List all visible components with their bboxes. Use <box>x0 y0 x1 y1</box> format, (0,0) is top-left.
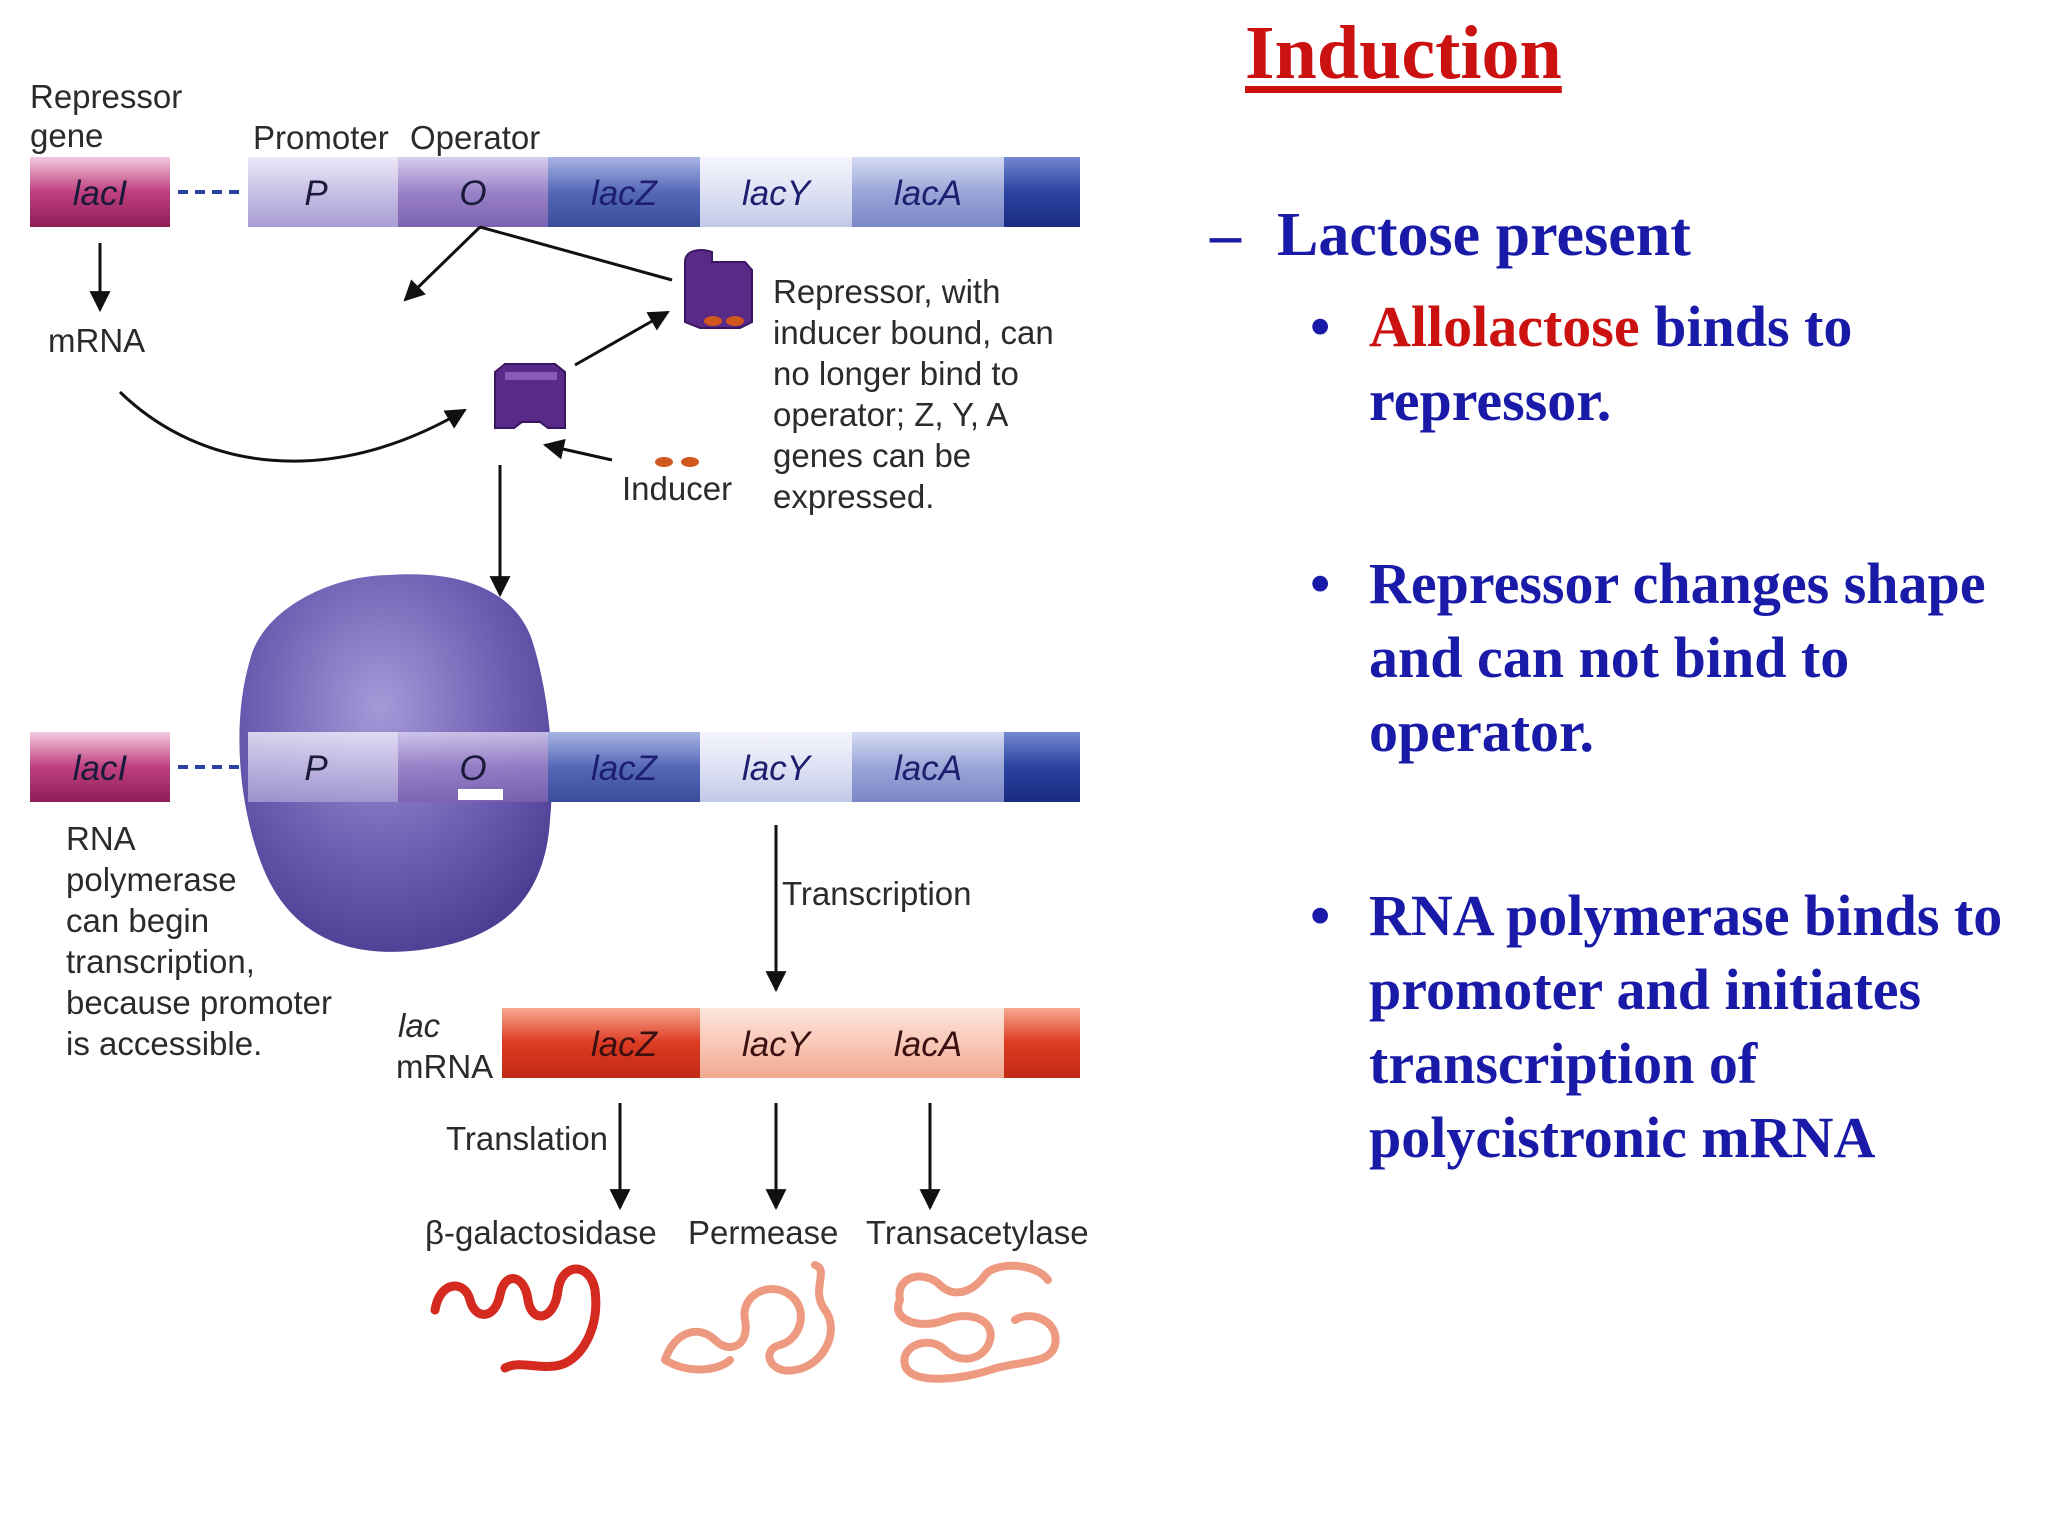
laca-gene-lower <box>852 732 1004 802</box>
mrna-laca <box>852 1008 1004 1078</box>
lacz-gene <box>548 157 700 227</box>
mrna-lacz <box>502 1008 700 1078</box>
top-operon: Repressor gene Promoter Operator lacI P … <box>30 78 1080 227</box>
lacz-label: lacZ <box>591 174 659 213</box>
repressor-note-line: operator; Z, Y, A <box>773 396 1008 433</box>
beta-gal-protein <box>430 1264 601 1373</box>
laci-label-lower: lacI <box>73 749 128 788</box>
polymerase-note-line: polymerase <box>66 861 237 898</box>
mrna-end <box>1004 1008 1080 1078</box>
lacy-gene-lower <box>700 732 852 802</box>
bullet-repressor-changes: • Repressor changes shape and can not bi… <box>1310 547 2030 769</box>
lower-operon: lacI P O lacZ lacY lacA <box>30 732 1080 802</box>
bound-inducer <box>704 316 722 326</box>
transcription-label: Transcription <box>782 875 972 912</box>
lacz-label-lower: lacZ <box>591 749 659 788</box>
inducer-label: Inducer <box>622 470 732 507</box>
p-label: P <box>304 174 328 213</box>
top-arrows: mRNA <box>48 225 673 598</box>
beta-gal-label: β-galactosidase <box>425 1214 657 1251</box>
promoter-region <box>248 157 398 227</box>
slide-title: Induction <box>1245 11 1562 95</box>
mrna-label: mRNA <box>48 322 145 359</box>
mrna-laca-label: lacA <box>894 1025 962 1064</box>
heading-text: Lactose present <box>1277 201 1691 269</box>
repressor-change-arrow <box>574 310 670 367</box>
bullet-text: RNA polymerase binds to promoter and ini… <box>1369 883 2003 1170</box>
bullet-marker: • <box>1310 294 1331 359</box>
bullet-body: Repressor changes shape and can not bind… <box>1369 547 2030 769</box>
repressor-gene-label-2: gene <box>30 117 103 154</box>
polymerase-note: RNA polymerase can begin transcription, … <box>66 820 332 1062</box>
bound-inducer-2 <box>726 316 744 326</box>
mrna-to-repressor-arrow <box>118 390 467 463</box>
free-operator-site <box>458 789 503 800</box>
permease-protein <box>661 1261 835 1375</box>
p-label-lower: P <box>304 749 328 788</box>
mrna-lacy-label: lacY <box>742 1025 813 1064</box>
inducer-dot <box>655 457 673 467</box>
translation-label: Translation <box>446 1120 608 1157</box>
polymerase-note-line: is accessible. <box>66 1025 262 1062</box>
lac-mrna: lac mRNA lacZ lacY lacA <box>396 1007 1080 1085</box>
repressor-free <box>494 363 566 429</box>
dna-end-lower <box>1004 732 1080 802</box>
bullet-marker: • <box>1310 551 1331 616</box>
dna-end <box>1004 157 1080 227</box>
promoter-region-lower <box>248 732 398 802</box>
inducer-arrow <box>542 438 613 462</box>
repressor-note-line: inducer bound, can <box>773 314 1054 351</box>
bound-repressor-shape <box>684 249 753 329</box>
operator-label: Operator <box>410 119 540 156</box>
bullet-text: binds to repressor. <box>1369 294 1853 433</box>
laci-label: lacI <box>73 174 128 213</box>
lac-mrna-label: lac <box>398 1007 441 1044</box>
lacy-label-lower: lacY <box>742 749 813 788</box>
polymerase-note-line: can begin <box>66 902 209 939</box>
repressor-highlight <box>505 372 557 380</box>
bullet-rna-polymerase: • RNA polymerase binds to promoter and i… <box>1310 879 2030 1175</box>
repressor-note-line: genes can be <box>773 437 971 474</box>
transacetylase-protein <box>894 1261 1060 1383</box>
operator-to-repressor-line <box>479 225 673 282</box>
operator-release-arrow <box>403 225 482 302</box>
mrna-lacz-label: lacZ <box>591 1025 659 1064</box>
repressor-bound <box>684 249 753 329</box>
repressor-gene-label: Repressor <box>30 78 182 115</box>
polymerase-note-line: RNA <box>66 820 136 857</box>
inducer-dot-2 <box>681 457 699 467</box>
dash-marker: – <box>1210 201 1241 269</box>
laci-gene-lower <box>30 732 170 802</box>
laca-label-lower: lacA <box>894 749 962 788</box>
bullet-text: Repressor changes shape and can not bind… <box>1369 551 1986 764</box>
bullet-body: RNA polymerase binds to promoter and ini… <box>1369 879 2030 1175</box>
inducer-molecules <box>655 457 699 467</box>
lac-mrna-label-2: mRNA <box>396 1048 493 1085</box>
repressor-note-line: no longer bind to <box>773 355 1019 392</box>
polymerase-note-line: transcription, <box>66 943 255 980</box>
o-label: O <box>459 174 486 213</box>
repressor-note-line: Repressor, with <box>773 273 1000 310</box>
promoter-label: Promoter <box>253 119 389 156</box>
lacy-gene <box>700 157 852 227</box>
polymerase-note-line: because promoter <box>66 984 332 1021</box>
o-label-lower: O <box>459 749 486 788</box>
bullet-marker: • <box>1310 883 1331 948</box>
mrna-lacy <box>700 1008 852 1078</box>
permease-label: Permease <box>688 1214 838 1251</box>
lacy-label: lacY <box>742 174 813 213</box>
allolactose-highlight: Allolactose <box>1369 294 1640 359</box>
laca-label: lacA <box>894 174 962 213</box>
laci-gene <box>30 157 170 227</box>
bullet-allolactose: • Allolactose binds to repressor. <box>1310 290 2030 438</box>
bullet-body: Allolactose binds to repressor. <box>1369 290 2030 438</box>
transacetylase-label: Transacetylase <box>866 1214 1089 1251</box>
repressor-note: Repressor, with inducer bound, can no lo… <box>773 273 1054 515</box>
lacz-gene-lower <box>548 732 700 802</box>
repressor-note-line: expressed. <box>773 478 934 515</box>
laca-gene <box>852 157 1004 227</box>
operator-region <box>398 157 548 227</box>
